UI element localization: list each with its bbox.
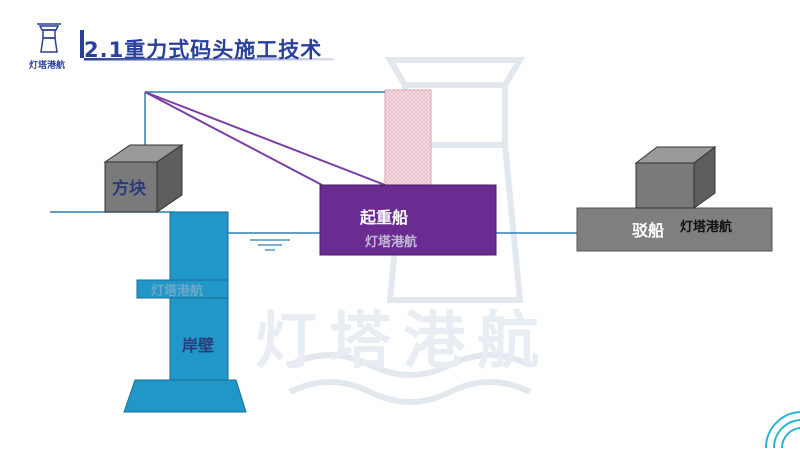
rigging-line-1: [144, 91, 323, 186]
barge: [576, 207, 773, 252]
quay-wall-label: 岸壁: [182, 336, 215, 355]
center-watermark: 灯塔港航: [255, 304, 552, 377]
header-accent-bar: [80, 30, 84, 58]
decorative-swirl-icon: [764, 411, 800, 449]
logo-text: 灯塔港航: [28, 61, 65, 71]
header-underline: [84, 58, 334, 61]
crane-ship-watermark: 灯塔港航: [365, 235, 418, 250]
block-label: 方块: [112, 179, 146, 199]
barge-watermark: 灯塔港航: [680, 220, 733, 235]
quay-wall: [123, 211, 247, 413]
wall-watermark: 灯塔港航: [151, 284, 204, 299]
concrete-block: [103, 144, 184, 213]
barge-label: 驳船: [632, 221, 665, 240]
barge-cargo-block: [634, 145, 717, 209]
water-level-icon: [250, 239, 290, 251]
page-title: 2.1重力式码头施工技术: [84, 38, 323, 62]
crane-tower: [384, 89, 432, 186]
rigging-line-2: [144, 91, 386, 186]
crane-ship: [319, 184, 497, 256]
logo-lighthouse-icon: [37, 23, 61, 53]
crane-ship-label: 起重船: [360, 208, 409, 227]
